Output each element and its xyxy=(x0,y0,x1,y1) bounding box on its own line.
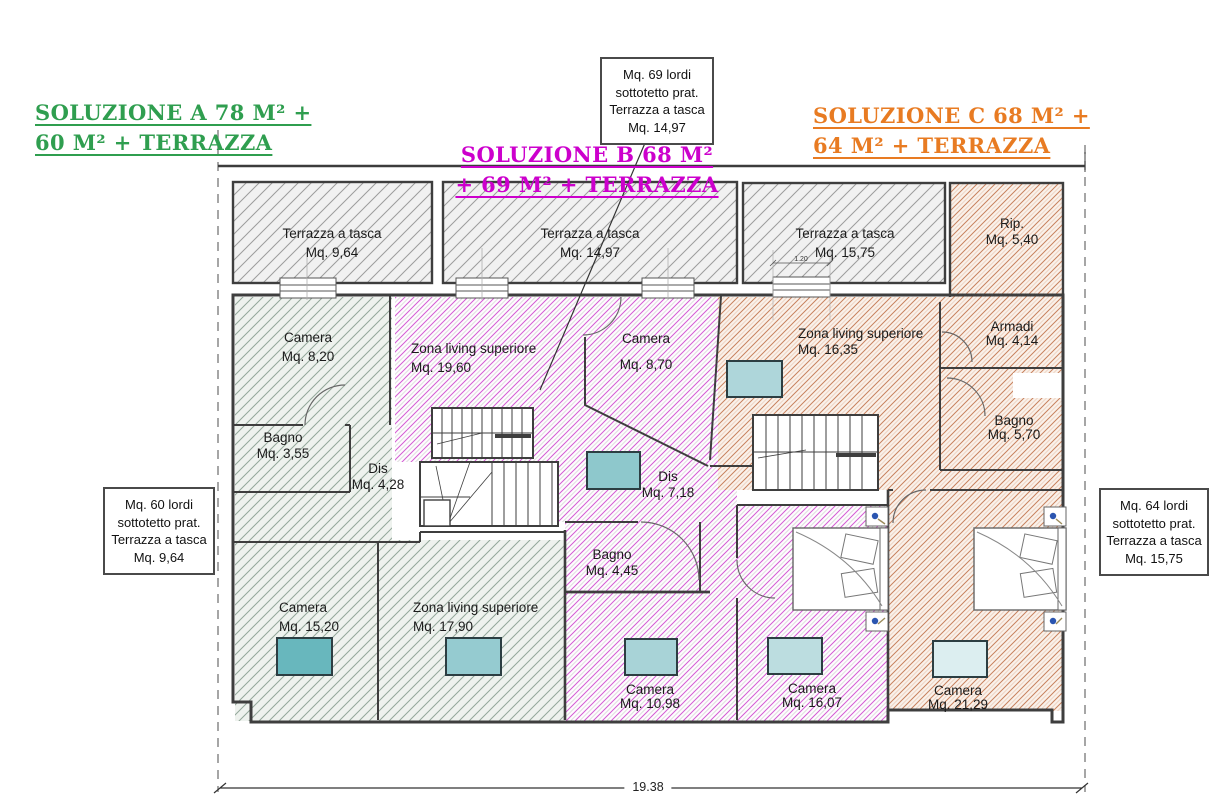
skylights xyxy=(276,360,988,678)
room-label-rip: Rip.Mq. 5,40 xyxy=(985,216,1039,247)
title-solution-a: SOLUZIONE A 78 M² + 60 M² + TERRAZZA xyxy=(35,100,312,155)
site-boundary-lines xyxy=(217,130,1086,792)
bed-camera-b3 xyxy=(792,527,889,611)
solution-a-zone xyxy=(235,297,565,721)
title-solution-b: SOLUZIONE B 68 M² + 69 M² + TERRAZZA xyxy=(455,142,719,197)
rip-room xyxy=(948,181,1065,302)
stairs-b-upper xyxy=(431,407,534,459)
terrace-c-outline xyxy=(741,181,947,285)
skylight-camera-c xyxy=(932,640,988,678)
window-symbols xyxy=(279,248,831,300)
callout-solution-b-areas: Mq. 69 lordi sottotetto prat. Terrazza a… xyxy=(600,57,714,145)
total-width-dimension-label: 19.38 xyxy=(624,780,672,794)
skylight-camera-b2 xyxy=(624,638,678,676)
stairs-c xyxy=(752,414,879,491)
callout-solution-c-areas: Mq. 64 lordi sottotetto prat. Terrazza a… xyxy=(1099,488,1209,576)
skylight-living-c xyxy=(726,360,783,398)
nightstands xyxy=(865,506,1067,632)
terrace-b-outline xyxy=(441,180,739,285)
terrace-c-dimension xyxy=(769,250,834,320)
door-arcs xyxy=(304,296,986,599)
bed-camera-c xyxy=(973,527,1067,611)
skylight-dis-b xyxy=(586,451,641,490)
skylight-living-a xyxy=(445,637,502,676)
shower-tray xyxy=(1013,373,1063,398)
stairs-a-lower xyxy=(419,461,559,527)
title-solution-c: SOLUZIONE C 68 M² + 64 M² + TERRAZZA xyxy=(813,103,1090,158)
terrace-detail-dimension-label: 1.20 xyxy=(794,256,808,263)
callout-leader-line xyxy=(539,135,649,391)
callout-solution-a-areas: Mq. 60 lordi sottotetto prat. Terrazza a… xyxy=(103,487,215,575)
skylight-camera-a2 xyxy=(276,637,333,676)
skylight-camera-b3 xyxy=(767,637,823,675)
terrace-a-outline xyxy=(231,180,434,285)
